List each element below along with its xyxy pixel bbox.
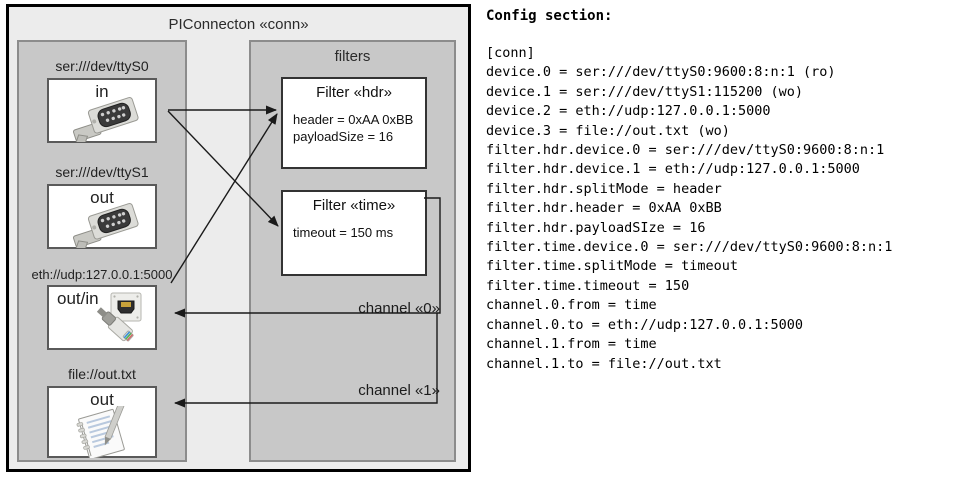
outer-frame-title: PIConnecton «conn»: [168, 16, 309, 33]
config-line: filter.hdr.header = 0xAA 0xBB: [486, 200, 722, 217]
config-line: filter.hdr.payloadSIze = 16: [486, 219, 706, 236]
serial-port-icon: [72, 97, 139, 142]
device-direction-ttyS1: out: [90, 188, 114, 207]
config-line: device.2 = eth://udp:127.0.0.1:5000: [486, 103, 771, 120]
devices-panel: ser:///dev/ttyS0 in: [17, 40, 187, 462]
config-line: device.1 = ser:///dev/ttyS1:115200 (wo): [486, 83, 803, 100]
filters-panel-title: filters: [334, 48, 371, 65]
config-line: channel.1.to = file://out.txt: [486, 355, 722, 372]
filter-title-hdr: Filter «hdr»: [316, 84, 392, 101]
config-line: channel.0.from = time: [486, 297, 657, 314]
filter-attr: header = 0xAA 0xBB: [293, 112, 414, 127]
device-label-ttyS1: ser:///dev/ttyS1: [55, 164, 149, 180]
architecture-diagram: PIConnecton «conn» ser:///dev/ttyS0 in: [0, 0, 478, 484]
device-box-ttyS0[interactable]: in: [47, 78, 157, 143]
channel-label-0: channel «0»: [358, 300, 440, 317]
device-label-file: file://out.txt: [68, 366, 136, 382]
ethernet-jack-icon: [97, 292, 142, 342]
config-line: filter.hdr.device.0 = ser:///dev/ttyS0:9…: [486, 142, 885, 159]
config-line: filter.time.timeout = 150: [486, 277, 690, 294]
config-line: filter.hdr.splitMode = header: [486, 180, 722, 197]
filter-title-time: Filter «time»: [312, 197, 396, 214]
device-label-ttyS0: ser:///dev/ttyS0: [55, 58, 149, 74]
device-box-ttyS1[interactable]: out: [47, 184, 157, 249]
filter-box-time[interactable]: Filter «time» timeout = 150 ms: [281, 190, 427, 276]
config-heading: Config section:: [486, 8, 613, 24]
config-line: channel.1.from = time: [486, 336, 657, 353]
config-line: filter.time.splitMode = timeout: [486, 258, 738, 275]
notepad-pen-icon: [76, 406, 125, 458]
filter-attr: timeout = 150 ms: [293, 225, 394, 240]
device-box-file[interactable]: out: [47, 386, 157, 458]
serial-port-icon: [72, 203, 139, 248]
config-line: [conn]: [486, 45, 535, 61]
device-box-eth[interactable]: out/in: [47, 285, 157, 350]
config-text-block: [conn] device.0 = ser:///dev/ttyS0:9600:8…: [486, 44, 892, 374]
config-line: device.3 = file://out.txt (wo): [486, 122, 730, 139]
config-section: Config section: [conn] device.0 = ser:///…: [482, 0, 964, 484]
filter-attrs-hdr: header = 0xAA 0xBB payloadSize = 16: [293, 111, 413, 145]
device-direction-ttyS0: in: [95, 82, 109, 101]
filters-panel: filters Filter «hdr» header = 0xAA 0xBB …: [249, 40, 456, 462]
config-line: device.0 = ser:///dev/ttyS0:9600:8:n:1 (…: [486, 64, 836, 81]
device-direction-eth: out/in: [57, 289, 99, 308]
filter-attrs-time: timeout = 150 ms: [293, 224, 393, 241]
config-line: channel.0.to = eth://udp:127.0.0.1:5000: [486, 316, 803, 333]
config-line: filter.hdr.device.1 = eth://udp:127.0.0.…: [486, 161, 860, 178]
channel-label-1: channel «1»: [358, 382, 440, 399]
device-direction-file: out: [90, 390, 114, 409]
filter-attr: payloadSize = 16: [293, 129, 394, 144]
filter-box-hdr[interactable]: Filter «hdr» header = 0xAA 0xBB payloadS…: [281, 77, 427, 169]
config-line: filter.time.device.0 = ser:///dev/ttyS0:…: [486, 239, 893, 256]
device-label-eth: eth://udp:127.0.0.1:5000: [31, 267, 173, 282]
